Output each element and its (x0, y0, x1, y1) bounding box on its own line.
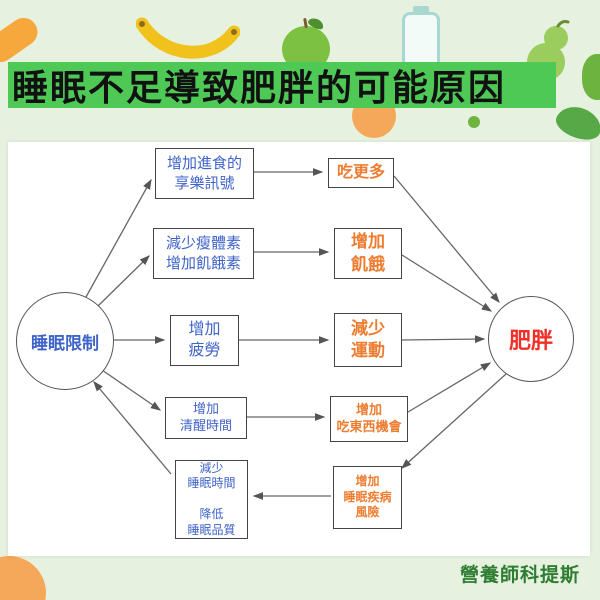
cause-box-fatigue: 增加 疲勞 (170, 315, 239, 366)
cause-text: 增加 清醒時間 (179, 401, 232, 433)
cause-text: 增加進食的 享樂訊號 (166, 155, 242, 192)
effect-box-eating-opportunity: 增加 吃東西機會 (330, 396, 408, 442)
node-sleep-restriction: 睡眠限制 (16, 292, 114, 390)
bottle-cap (413, 6, 429, 13)
node-obesity: 肥胖 (488, 296, 574, 382)
cause-text: 減少 睡眠時間 降低 睡眠品質 (187, 460, 236, 537)
cause-text: 減少瘦體素 增加飢餓素 (165, 235, 241, 272)
banana-icon (136, 17, 240, 59)
effect-text: 減少 運動 (351, 318, 385, 360)
cause-box-sleep-quality: 減少 睡眠時間 降低 睡眠品質 (175, 460, 248, 539)
effect-box-increase-hunger: 增加 飢餓 (334, 228, 402, 279)
flowchart-panel: 睡眠限制 肥胖 增加進食的 享樂訊號 吃更多 減少瘦體素 增加飢餓素 增加 飢餓… (8, 142, 590, 556)
cause-box-leptin-ghrelin: 減少瘦體素 增加飢餓素 (153, 228, 254, 279)
page-title: 睡眠不足導致肥胖的可能原因 (8, 62, 556, 108)
effect-box-sleep-disease-risk: 增加 睡眠疾病 風險 (333, 466, 402, 529)
effect-text: 增加 睡眠疾病 風險 (343, 474, 392, 520)
apple-leaf-icon (306, 16, 326, 31)
flow-arrows (85, 168, 507, 500)
effect-box-eat-more: 吃更多 (328, 158, 394, 188)
node-sleep-restriction-label: 睡眠限制 (31, 333, 99, 353)
cause-box-awake-time: 增加 清醒時間 (165, 397, 247, 439)
credit-text: 營養師科提斯 (459, 565, 580, 586)
node-obesity-label: 肥胖 (508, 328, 553, 353)
page-title-text: 睡眠不足導致肥胖的可能原因 (12, 67, 507, 108)
cause-text: 增加 疲勞 (188, 320, 221, 359)
effect-text: 增加 吃東西機會 (336, 402, 402, 434)
cause-box-hedonic-signals: 增加進食的 享樂訊號 (155, 148, 254, 199)
leaf-icon (552, 101, 600, 145)
effect-text: 吃更多 (336, 163, 385, 181)
leaf-edge-icon (582, 54, 600, 100)
orange-circle-icon (0, 556, 46, 600)
effect-box-less-exercise: 減少 運動 (334, 313, 402, 367)
effect-text: 增加 飢餓 (351, 232, 385, 274)
green-dot-icon (468, 116, 480, 128)
